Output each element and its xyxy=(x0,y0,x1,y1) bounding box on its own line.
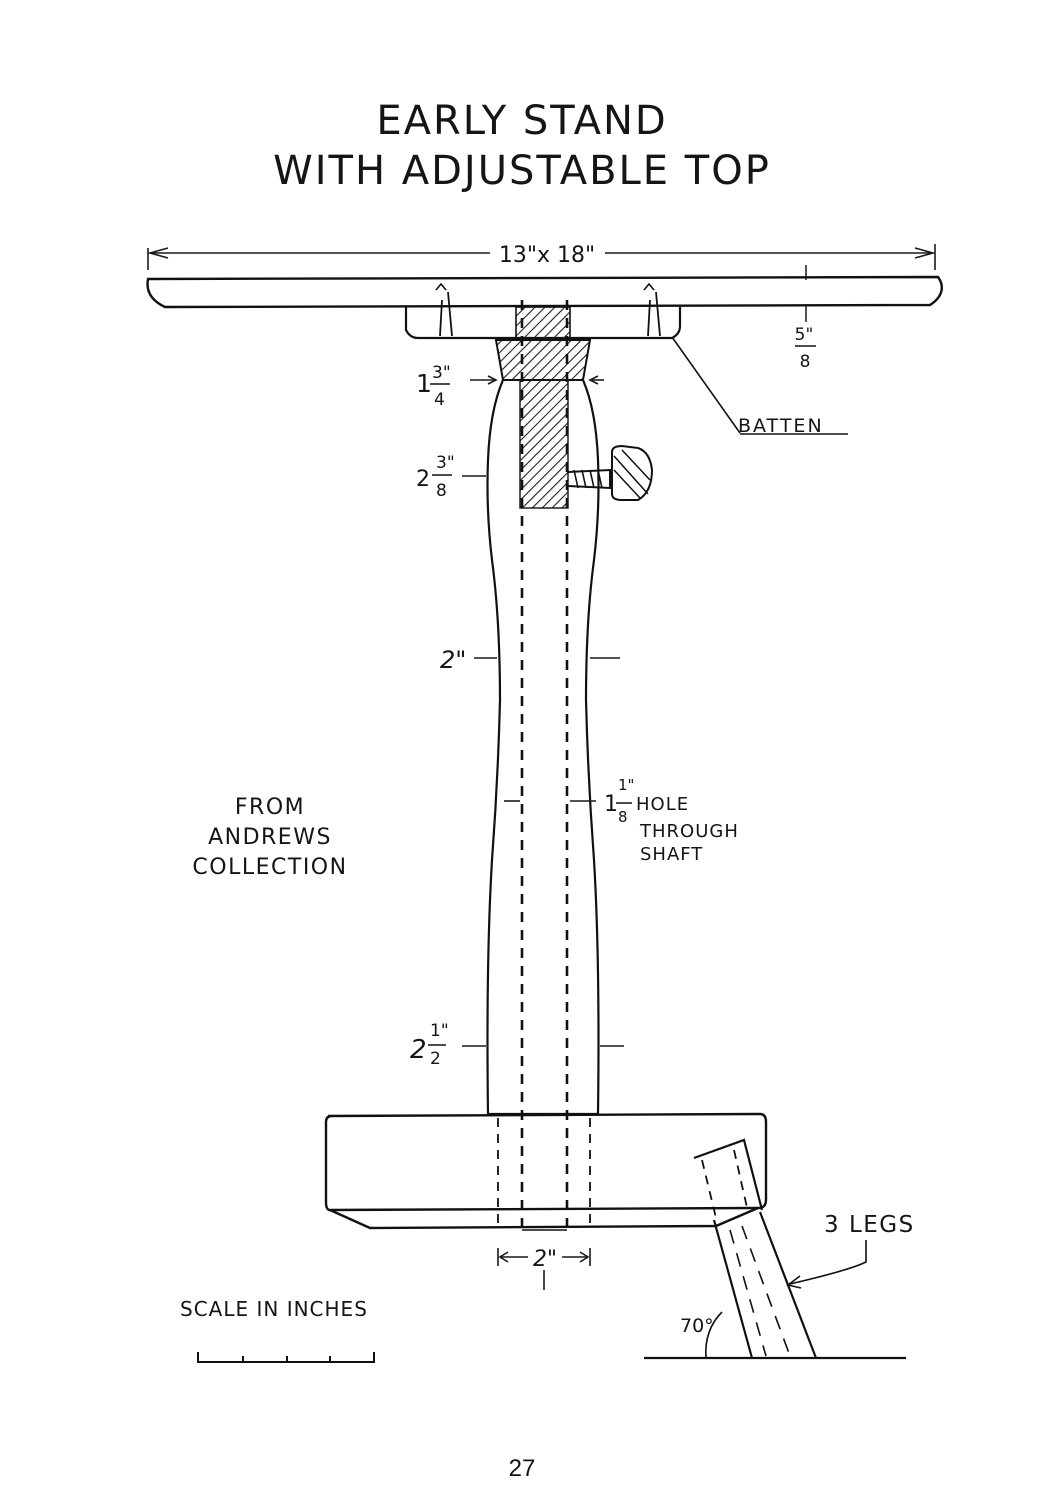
collar-dim-denominator: 4 xyxy=(434,390,445,410)
top-thickness-denominator: 8 xyxy=(800,352,811,372)
hole-label-line-2: THROUGH xyxy=(639,821,739,842)
angle-label: 70° xyxy=(680,1315,714,1337)
hole-dim-numerator: 1" xyxy=(618,776,634,794)
scale-bar xyxy=(198,1352,374,1363)
upper-shaft-dim-whole: 2 xyxy=(416,467,430,492)
source-note: FROM ANDREWS COLLECTION xyxy=(150,793,390,883)
table-top xyxy=(148,277,942,307)
lower-shaft-dim-numerator: 1" xyxy=(430,1021,449,1041)
hole-dim-whole: 1 xyxy=(604,792,618,817)
top-size-label: 13"x 18" xyxy=(499,243,595,268)
hole-label-line-1: HOLE xyxy=(636,794,689,815)
upper-shaft-dim-denominator: 8 xyxy=(436,481,447,501)
legs-label: 3 LEGS xyxy=(824,1212,915,1238)
lower-shaft-dim-whole: 2 xyxy=(410,1035,427,1065)
collar-dim-whole: 1 xyxy=(416,369,432,398)
source-note-line-1: FROM xyxy=(150,793,390,823)
base-bore-dim: 2" xyxy=(533,1247,557,1272)
hole-dim-denominator: 8 xyxy=(618,808,628,826)
scale-label: SCALE IN INCHES xyxy=(180,1297,368,1321)
upper-shaft-dim-numerator: 3" xyxy=(436,453,455,473)
collar-dim-numerator: 3" xyxy=(432,363,451,383)
mid-shaft-dim: 2" xyxy=(440,646,466,674)
legs-leader xyxy=(790,1240,866,1284)
lower-shaft-dim-denominator: 2 xyxy=(430,1049,441,1069)
source-note-line-2: ANDREWS xyxy=(150,823,390,853)
source-note-line-3: COLLECTION xyxy=(150,853,390,883)
top-thickness-numerator: 5" xyxy=(795,325,814,345)
batten-label: BATTEN xyxy=(738,415,824,437)
page-number: 27 xyxy=(0,1455,1044,1483)
thumb-screw xyxy=(568,446,652,500)
hole-label-line-3: SHAFT xyxy=(640,844,703,865)
base-block xyxy=(326,1114,766,1228)
